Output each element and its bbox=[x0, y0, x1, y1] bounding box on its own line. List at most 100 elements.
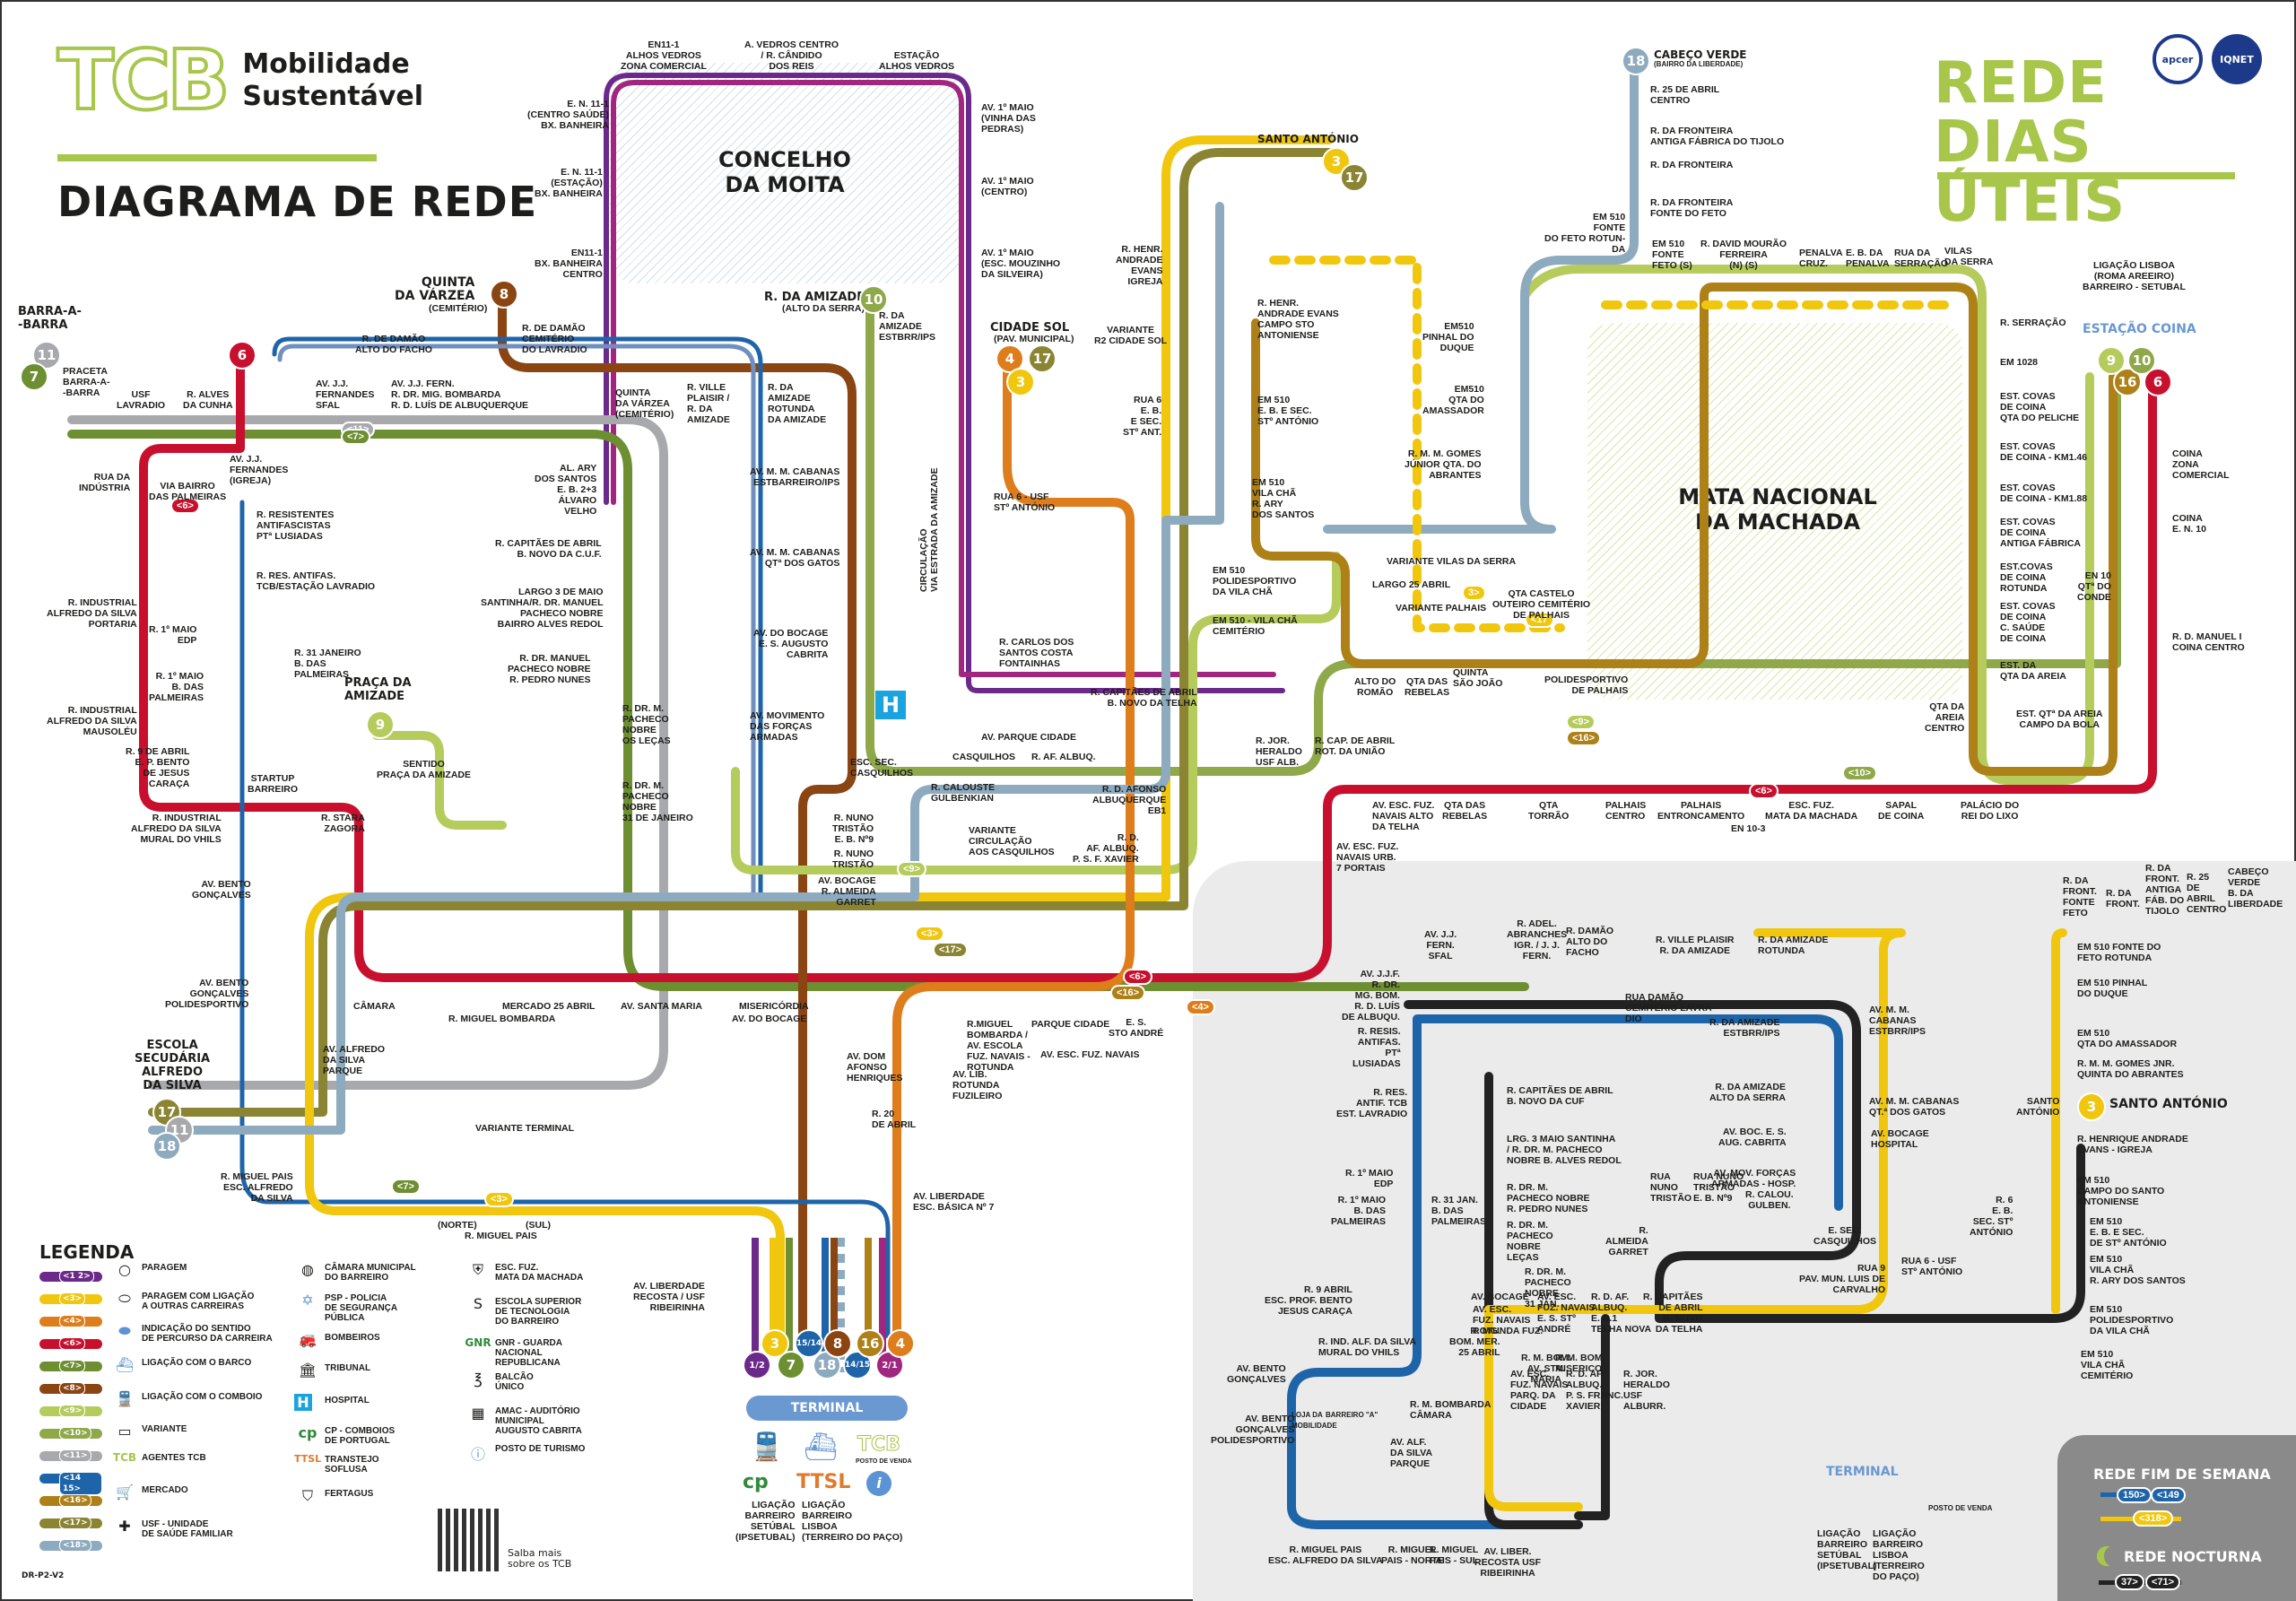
stop-nuno-tristao[interactable]: R. NUNO TRISTÃO bbox=[832, 848, 874, 870]
night-stop-liber-usf[interactable]: AV. LIBER. RECOSTA USF RIBEIRINHA bbox=[1474, 1546, 1542, 1579]
night-stop-maio-edp[interactable]: R. 1º MAIO EDP bbox=[1345, 1168, 1394, 1189]
stop-coina-zona[interactable]: COINA ZONA COMERCIAL bbox=[2172, 448, 2230, 481]
night-stop-mg-bom-25[interactable]: R. MG. BOM. MER. 25 ABRIL bbox=[1449, 1326, 1500, 1358]
stop-res-antifas-tcb[interactable]: R. RES. ANTIFAS. TCB/ESTAÇÃO LAVRADIO bbox=[257, 570, 376, 592]
stop-ville-plaisir[interactable]: R. VILLE PLAISIR / R. DA AMIZADE bbox=[687, 382, 730, 425]
night-stop-jjf-bombarda[interactable]: AV. J.J.F. R. DR. MG. BOM. R. D. LUÍS DE… bbox=[1342, 969, 1400, 1022]
stop-miguel-bombarda-rotunda[interactable]: R.MIGUEL BOMBARDA / AV. ESCOLA FUZ. NAVA… bbox=[967, 1019, 1031, 1073]
night-stop-gomes-jnr[interactable]: R. M. M. GOMES JNR. QUINTA DO ABRANTES bbox=[2077, 1058, 2184, 1080]
stop-resistentes[interactable]: R. RESISTENTES ANTIFASCISTAS PTª LUSIADA… bbox=[257, 509, 335, 542]
stop-covas-188[interactable]: EST. COVAS DE COINA - KM1.88 bbox=[2000, 483, 2088, 504]
stop-amizade-estbrr[interactable]: R. DA AMIZADE ESTBRR/IPS bbox=[879, 310, 936, 343]
stop-miguel-pais[interactable]: R. MIGUEL PAIS bbox=[465, 1231, 537, 1241]
stop-casquilhos[interactable]: CASQUILHOS bbox=[952, 752, 1016, 762]
route-6-terminus[interactable]: 6 bbox=[228, 341, 257, 370]
stop-palhais-centro[interactable]: PALHAIS CENTRO bbox=[1605, 800, 1647, 822]
stop-qta-castelo[interactable]: QTA CASTELO OUTEIRO CEMITÉRIO DE PALHAIS bbox=[1492, 588, 1591, 621]
night-stop-fuz-parq[interactable]: AV. ESC. FUZ. NAVAIS PARQ. DA CIDADE bbox=[1510, 1369, 1569, 1412]
stop-camara[interactable]: CÂMARA bbox=[353, 1001, 396, 1012]
stop-covas-saude[interactable]: EST. COVAS DE COINA C. SAÚDE DE COINA bbox=[2000, 601, 2056, 644]
stop-av-bocage[interactable]: AV. DO BOCAGE bbox=[732, 1014, 807, 1024]
night-stop-em510-cemiterio[interactable]: EM 510 VILA CHÃ CEMITÉRIO bbox=[2081, 1349, 2134, 1381]
stop-esc-casquilhos[interactable]: ESC. SEC. CASQUILHOS bbox=[850, 757, 914, 779]
stop-1-maio-edp[interactable]: R. 1º MAIO EDP bbox=[149, 624, 197, 646]
stop-fronteira-centro[interactable]: R. 25 DE ABRIL CENTRO bbox=[1650, 84, 1720, 106]
night-stop-santo-antonio[interactable]: SANTO ANTÓNIO bbox=[2016, 1096, 2060, 1118]
night-stop-fuz-rotunda[interactable]: AV. ESC. FUZ. NAVAIS ROTUNDA FUZ. bbox=[1473, 1304, 1544, 1336]
stop-bento-goncalves[interactable]: AV. BENTO GONÇALVES bbox=[192, 879, 251, 901]
stop-capitaes-cuf[interactable]: R. CAPITÃES DE ABRIL B. NOVO DA C.U.F. bbox=[495, 538, 602, 560]
route-9-coina-terminus[interactable]: 9 bbox=[2097, 346, 2126, 375]
night-stop-e-sec-casquilhos[interactable]: E. SEC. CASQUILHOS bbox=[1813, 1225, 1877, 1247]
night-stop-res-tcb[interactable]: R. RES. ANTIF. TCB EST. LAVRADIO bbox=[1336, 1087, 1408, 1119]
stop-ary-santos[interactable]: AL. ARY DOS SANTOS E. B. 2+3 ÁLVARO VELH… bbox=[535, 463, 597, 517]
night-stop-em510-eb[interactable]: EM 510 E. B. E SEC. DE STº ANTÓNIO bbox=[2090, 1216, 2167, 1249]
stop-lib-fuzileiro[interactable]: AV. LIB. ROTUNDA FUZILEIRO bbox=[952, 1069, 1003, 1101]
stop-palhais-entroncamento[interactable]: PALHAIS ENTRONCAMENTO bbox=[1657, 800, 1745, 822]
stop-em-1028[interactable]: EM 1028 bbox=[2000, 357, 2039, 368]
stop-rua-serracao[interactable]: RUA DA SERRAÇÃO bbox=[1894, 248, 1949, 269]
stop-jj-fernandes-igreja[interactable]: AV. J.J. FERNANDES (IGREJA) bbox=[230, 454, 289, 486]
stop-covas-peliche[interactable]: EST. COVAS DE COINA QTA DO PELICHE bbox=[2000, 391, 2080, 423]
stop-qta-rebelas-south[interactable]: QTA DAS REBELAS bbox=[1442, 800, 1488, 822]
stop-em510-feto-s[interactable]: EM 510 FONTE FETO (S) bbox=[1652, 239, 1692, 271]
night-stop-nuno-tristao[interactable]: RUA NUNO TRISTÃO bbox=[1650, 1171, 1692, 1204]
night-stop-henrique-igreja[interactable]: R. HENRIQUE ANDRADE EVANS - IGREJA bbox=[2077, 1134, 2188, 1155]
stop-capitaes-telha[interactable]: R. CAPITÃES DE ABRIL B. NOVO DA TELHA bbox=[1091, 687, 1197, 709]
stop-quinta-sao-joao[interactable]: QUINTA SÃO JOÃO bbox=[1453, 667, 1503, 689]
terminal-route-4-badge[interactable]: 4 bbox=[886, 1329, 915, 1358]
night-stop-jan-palmeiras[interactable]: R. 31 JAN. B. DAS PALMEIRAS bbox=[1431, 1195, 1487, 1227]
stop-liberdade[interactable]: AV. LIBERDADE RECOSTA / USF RIBEIRINHA bbox=[633, 1281, 705, 1313]
night-stop-fonte-rotunda[interactable]: EM 510 FONTE DO FETO ROTUNDA bbox=[2077, 942, 2161, 963]
night-stop-cabeco-verde[interactable]: CABEÇO VERDE B. DA LIBERDADE bbox=[2228, 866, 2283, 909]
night-stop-abranches[interactable]: R. ADEL. ABRANCHES IGR. / J. J. FERN. bbox=[1507, 918, 1568, 961]
terminal-button[interactable]: TERMINAL bbox=[746, 1396, 908, 1421]
stop-miguel-pais-norte[interactable]: (NORTE) bbox=[438, 1220, 477, 1231]
stop-cabanas-gatos[interactable]: AV. M. M. CABANAS QTª DOS GATOS bbox=[750, 547, 840, 569]
stop-fronteira-tijolo[interactable]: R. DA FRONTEIRA ANTIGA FÁBRICA DO TIJOLO bbox=[1650, 126, 1785, 147]
stop-bocage-cabrita[interactable]: AV. DO BOCAGE E. S. AUGUSTO CABRITA bbox=[753, 628, 829, 660]
night-stop-pacheco-lecas[interactable]: R. DR. M. PACHECO NOBRE LEÇAS bbox=[1507, 1220, 1553, 1263]
stop-industrial-vhils[interactable]: R. INDUSTRIAL ALFREDO DA SILVA MURAL DO … bbox=[131, 813, 222, 845]
stop-maio-centro[interactable]: AV. 1º MAIO (CENTRO) bbox=[981, 176, 1034, 197]
route-10-terminus[interactable]: 10 bbox=[859, 285, 888, 314]
stop-rua6-usf[interactable]: RUA 6 - USF STº ANTÓNIO bbox=[994, 492, 1056, 513]
night-stop-front-tijolo[interactable]: R. DA FRONT. ANTIGA FÁB. DO TIJOLO bbox=[2145, 863, 2185, 917]
route-17-terminus[interactable]: 17 bbox=[1028, 344, 1057, 373]
night-route-318-terminus[interactable]: 3 bbox=[2077, 1092, 2106, 1121]
night-stop-cabanas-ips[interactable]: AV. M. M. CABANAS ESTBRR/IPS bbox=[1869, 1005, 1926, 1037]
stop-miguel-pais-sul[interactable]: (SUL) bbox=[526, 1220, 551, 1231]
stop-santa-maria[interactable]: AV. SANTA MARIA bbox=[621, 1001, 703, 1012]
night-stop-r6-eb[interactable]: R. 6 E. B. SEC. STº ANTÓNIO bbox=[1970, 1195, 2013, 1238]
route-6-coina-terminus[interactable]: 6 bbox=[2144, 368, 2172, 396]
stop-eb-penalva[interactable]: E. B. DA PENALVA bbox=[1846, 248, 1890, 269]
stop-maio-mouzinho[interactable]: AV. 1º MAIO (ESC. MOUZINHO DA SILVEIRA) bbox=[981, 248, 1061, 280]
night-stop-nove-abril[interactable]: R. 9 ABRIL ESC. PROF. BENTO JESUS CARAÇA bbox=[1265, 1284, 1352, 1317]
stop-miguel-bombarda[interactable]: R. MIGUEL BOMBARDA bbox=[448, 1014, 556, 1024]
night-stop-bento-goncalves[interactable]: AV. BENTO GONÇALVES bbox=[1227, 1363, 1286, 1385]
stop-alfredo-parque[interactable]: AV. ALFREDO DA SILVA PARQUE bbox=[323, 1044, 386, 1076]
stop-areia-bola[interactable]: EST. QTª DA AREIA CAMPO DA BOLA bbox=[2016, 709, 2103, 730]
stop-quinta-varzea[interactable]: QUINTA DA VÁRZEA (CEMITÉRIO) bbox=[615, 387, 674, 420]
stop-startup[interactable]: STARTUP BARREIRO bbox=[248, 773, 299, 795]
night-stop-em510-vila[interactable]: EM 510 VILA CHÃ R. ARY DOS SANTOS bbox=[2090, 1254, 2186, 1286]
qr-code[interactable] bbox=[438, 1509, 500, 1571]
night-stop-resis-lusiadas[interactable]: R. RESIS. ANTIFAS. PTª LUSIADAS bbox=[1352, 1026, 1401, 1069]
stop-bocage-garret[interactable]: AV. BOCAGE R. ALMEIDA GARRET bbox=[818, 875, 876, 908]
stop-damao-cemiterio[interactable]: R. DE DAMÃO CEMITÉRIO DO LAVRADIO bbox=[522, 323, 587, 355]
stop-largo-3-maio[interactable]: LARGO 3 DE MAIO SANTINHA/R. DR. MANUEL P… bbox=[481, 587, 604, 630]
stop-fronteira-feto[interactable]: R. DA FRONTEIRA FONTE DO FETO bbox=[1650, 197, 1734, 219]
route-7-terminus[interactable]: 7 bbox=[20, 362, 48, 391]
stop-jor-heraldo[interactable]: R. JOR. HERALDO USF ALB. bbox=[1256, 735, 1302, 768]
stop-pacheco-pedro-nunes[interactable]: R. DR. MANUEL PACHECO NOBRE R. PEDRO NUN… bbox=[508, 653, 591, 685]
route-18-escola-terminus[interactable]: 18 bbox=[152, 1132, 181, 1161]
stop-nuno-tristao-eb[interactable]: R. NUNO TRISTÃO E. B. Nº9 bbox=[832, 813, 874, 845]
night-stop-damao-cemiterio[interactable]: RUA DAMÃO CEMITÉRIO LAVRA- DIO bbox=[1625, 992, 1716, 1024]
stop-qta-areia[interactable]: EST. DA QTA DA AREIA bbox=[2000, 660, 2066, 682]
night-stop-bom-miserico[interactable]: R. M. BOM. MISERICO. bbox=[1555, 1353, 1605, 1374]
stop-covas-rotunda[interactable]: EST.COVAS DE COINA ROTUNDA bbox=[2000, 561, 2053, 594]
stop-calouste[interactable]: R. CALOUSTE GULBENKIAN bbox=[931, 782, 996, 804]
stop-estacao-vedros[interactable]: ESTAÇÃO ALHOS VEDROS bbox=[879, 50, 955, 72]
route-8-terminus[interactable]: 8 bbox=[490, 280, 518, 309]
stop-henr-igreja[interactable]: R. HENR. ANDRADE EVANS IGREJA bbox=[1116, 244, 1163, 287]
